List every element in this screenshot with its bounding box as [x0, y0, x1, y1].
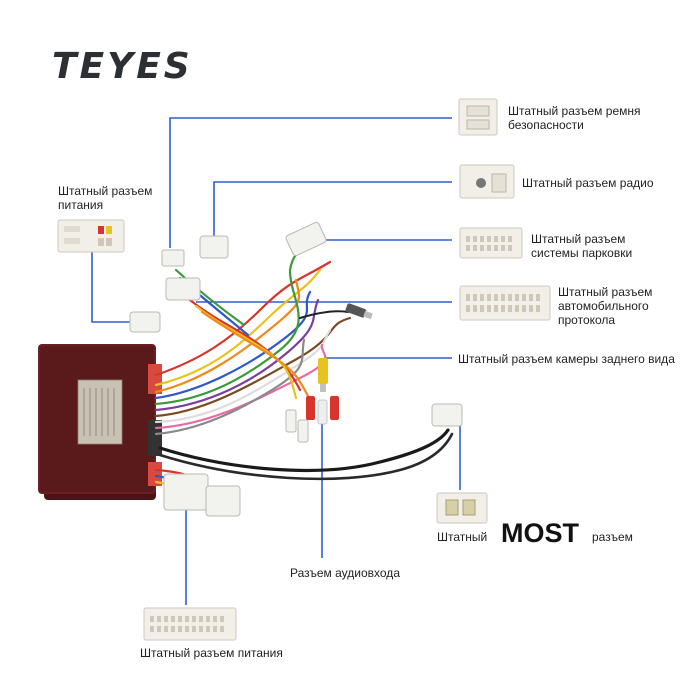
harness-connector-seatbelt — [161, 249, 185, 267]
wire-yellow — [154, 268, 322, 387]
label-camera: Штатный разъем камеры заднего вида — [458, 352, 675, 366]
thumb-parking — [459, 227, 523, 259]
harness-connector-power-bottom — [163, 473, 209, 511]
thumb-seatbelt — [458, 98, 498, 136]
leader-line-power-top — [91, 252, 136, 323]
label-audio: Разъем аудиовхода — [290, 566, 400, 580]
label-protocol: Штатный разъем автомобильного протокола — [558, 285, 653, 327]
rca-plug-white — [285, 409, 297, 433]
rca-camera-plug — [318, 358, 328, 392]
wire-black-3 — [299, 310, 349, 319]
label-seatbelt: Штатный разъем ремня безопасности — [508, 104, 641, 132]
rca-audio-plugs — [306, 396, 339, 425]
thumb-power-bottom — [143, 607, 237, 641]
thumb-radio — [459, 164, 515, 199]
label-power-bottom: Штатный разъем питания — [140, 646, 283, 660]
harness-connector-parking — [285, 221, 327, 257]
wire-red-2 — [188, 298, 302, 392]
label-parking: Штатный разъем системы парковки — [531, 232, 633, 260]
wire-brown — [154, 316, 352, 418]
label-most-prefix: Штатный — [437, 530, 488, 544]
harness-connector-power-top — [129, 311, 161, 333]
thumb-most — [436, 492, 488, 524]
wire-white — [154, 328, 332, 424]
wire-blue — [154, 290, 312, 400]
wire-purple — [154, 298, 320, 412]
wire-green — [154, 244, 308, 406]
leader-line-radio — [213, 181, 452, 238]
label-power-top: Штатный разъем питания — [58, 184, 153, 212]
harness-connector-most — [431, 403, 463, 427]
wire-grey — [154, 338, 306, 436]
wire-bundle — [154, 244, 454, 502]
main-box — [38, 344, 162, 500]
brand-logo: TEYES — [52, 46, 193, 87]
label-most-suffix: разъем — [592, 530, 633, 544]
rca-plug-white-2 — [297, 419, 309, 443]
leader-line-seatbelt — [169, 117, 452, 248]
thumb-power-top — [57, 219, 125, 253]
label-radio: Штатный разъем радио — [522, 176, 654, 190]
harness-connector-power-bottom-2 — [205, 485, 241, 517]
wire-orange — [154, 278, 301, 394]
wire-black — [158, 428, 450, 473]
harness-connectors — [129, 221, 463, 517]
wire-black-2 — [158, 432, 454, 481]
wire-red — [154, 260, 332, 377]
harness-connector-protocol — [165, 277, 201, 301]
harness-connector-radio — [199, 235, 229, 259]
thumb-protocol — [459, 285, 551, 321]
antenna-plug — [345, 303, 373, 320]
label-most-word: MOST — [501, 518, 579, 548]
wire-green-2 — [174, 268, 246, 327]
wire-orange-2 — [200, 310, 312, 402]
